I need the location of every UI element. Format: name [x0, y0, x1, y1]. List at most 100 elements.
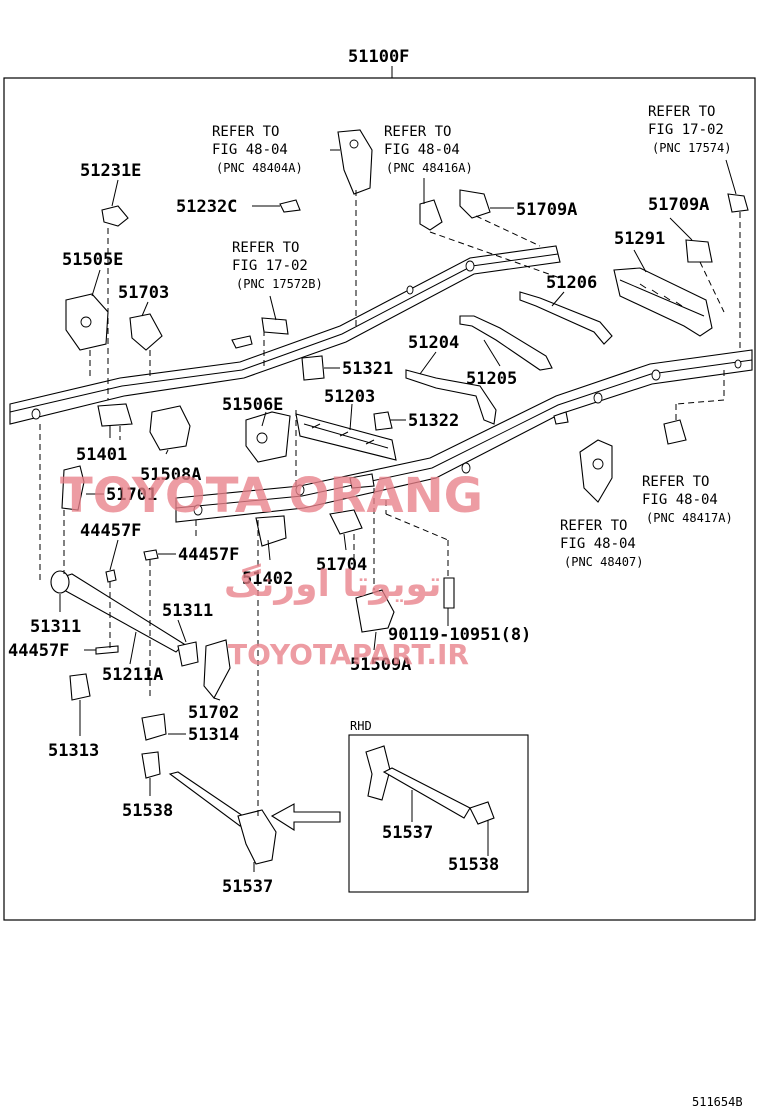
rhd-box	[348, 734, 529, 893]
svg-text:REFER TO: REFER TO	[642, 474, 709, 490]
part-51321	[301, 355, 325, 381]
label-51204: 51204	[408, 333, 459, 353]
part-51322	[373, 411, 393, 431]
part-labels: 51231E 51232C 51709A 51709A 51291 51505E…	[8, 161, 709, 897]
mount-48404A	[337, 129, 373, 195]
svg-text:FIG 17-02: FIG 17-02	[232, 258, 308, 274]
arm-51537-a	[237, 809, 277, 865]
label-51203: 51203	[324, 387, 375, 407]
part-51509A	[355, 589, 395, 633]
part-51709A-upper	[459, 189, 491, 219]
right-frame-rail	[175, 349, 753, 523]
watermark-persian: تویوتا اورنگ	[224, 563, 442, 605]
label-51506E: 51506E	[222, 395, 283, 415]
label-51509A: 51509A	[350, 655, 411, 675]
label-51321: 51321	[342, 359, 393, 379]
label-51206: 51206	[546, 273, 597, 293]
refer-17572B: REFER TO FIG 17-02 (PNC 17572B)	[232, 240, 323, 291]
label-51709A-upper: 51709A	[516, 200, 577, 220]
figure-code: 511654B	[692, 1095, 743, 1109]
label-51314: 51314	[188, 725, 239, 745]
watermark: TOYOTA ORANG تویوتا اورنگ TOYOTAPART.IR	[60, 468, 483, 671]
refer-callouts: REFER TO FIG 48-04 (PNC 48404A) REFER TO…	[212, 104, 733, 569]
bar-51537-a	[168, 771, 247, 827]
rhd-label: RHD	[350, 719, 372, 733]
part-51402	[255, 515, 287, 547]
cross-member-51204	[405, 369, 497, 425]
label-51232C: 51232C	[176, 197, 237, 217]
label-51402: 51402	[242, 569, 293, 589]
watermark-main: TOYOTA ORANG	[60, 468, 483, 524]
svg-text:(PNC 17572B): (PNC 17572B)	[236, 277, 323, 291]
rhd-bar	[382, 767, 471, 819]
label-51231E: 51231E	[80, 161, 141, 181]
label-90119: 90119-10951(8)	[388, 625, 531, 645]
svg-text:FIG 48-04: FIG 48-04	[642, 492, 718, 508]
label-51313: 51313	[48, 741, 99, 761]
left-frame-rail	[9, 245, 561, 425]
part-51401	[97, 403, 133, 427]
part-51704	[329, 509, 363, 535]
rhd-clip	[469, 801, 495, 825]
svg-text:FIG 48-04: FIG 48-04	[212, 142, 288, 158]
bracket-48416A	[419, 199, 443, 231]
label-51311-a: 51311	[30, 617, 81, 637]
frame-rails	[9, 245, 753, 523]
label-51508A: 51508A	[140, 465, 201, 485]
mount-48407	[579, 439, 613, 503]
label-51291: 51291	[614, 229, 665, 249]
watermark-url: TOYOTAPART.IR	[228, 638, 469, 671]
label-51709A-right: 51709A	[648, 195, 709, 215]
svg-text:REFER TO: REFER TO	[212, 124, 279, 140]
label-51322: 51322	[408, 411, 459, 431]
part-51231E	[101, 205, 129, 227]
svg-text:REFER TO: REFER TO	[560, 518, 627, 534]
svg-text:FIG 48-04: FIG 48-04	[560, 536, 636, 552]
svg-text:(PNC 48417A): (PNC 48417A)	[646, 511, 733, 525]
label-51538-a: 51538	[122, 801, 173, 821]
bolt-90119	[443, 577, 455, 609]
cross-member-51206	[519, 291, 613, 345]
rear-cross-member-51291	[613, 267, 713, 337]
label-51703: 51703	[118, 283, 169, 303]
label-44457F-c: 44457F	[8, 641, 69, 661]
label-51205: 51205	[466, 369, 517, 389]
rail-holes	[31, 260, 742, 516]
part-44457F-b	[143, 549, 159, 561]
svg-text:REFER TO: REFER TO	[384, 124, 451, 140]
part-51709A-right	[685, 239, 713, 263]
label-51538-b: 51538	[448, 855, 499, 875]
part-51314	[141, 713, 167, 741]
part-51506E	[245, 411, 291, 463]
svg-text:FIG 48-04: FIG 48-04	[384, 142, 460, 158]
label-51704: 51704	[316, 555, 367, 575]
part-51508A	[149, 405, 191, 451]
svg-text:REFER TO: REFER TO	[232, 240, 299, 256]
bracket-17574	[727, 193, 749, 213]
label-51537-a: 51537	[222, 877, 273, 897]
label-44457F-a: 44457F	[80, 521, 141, 541]
refer-48416A: REFER TO FIG 48-04 (PNC 48416A)	[384, 124, 473, 175]
diagram-frame	[3, 77, 756, 921]
part-51313	[69, 673, 91, 701]
rhd-arrow	[270, 803, 341, 832]
svg-text:(PNC 48416A): (PNC 48416A)	[386, 161, 473, 175]
rhd-arm	[365, 745, 391, 801]
part-51702	[203, 639, 231, 699]
label-51401: 51401	[76, 445, 127, 465]
refer-48417A: REFER TO FIG 48-04 (PNC 48417A)	[642, 474, 733, 525]
svg-text:(PNC 17574): (PNC 17574)	[652, 141, 731, 155]
label-51311-b: 51311	[162, 601, 213, 621]
assembly-number: 51100F	[348, 47, 409, 67]
label-51211A: 51211A	[102, 665, 163, 685]
rhd-inset: RHD	[348, 719, 529, 893]
cross-member-51203	[295, 413, 397, 461]
refer-17574: REFER TO FIG 17-02 (PNC 17574)	[648, 104, 731, 155]
leader-lines	[59, 149, 737, 872]
svg-text:(PNC 48407): (PNC 48407)	[564, 555, 643, 569]
part-51701	[61, 465, 85, 511]
svg-text:FIG 17-02: FIG 17-02	[648, 122, 724, 138]
brackets	[50, 129, 749, 865]
label-51702: 51702	[188, 703, 239, 723]
